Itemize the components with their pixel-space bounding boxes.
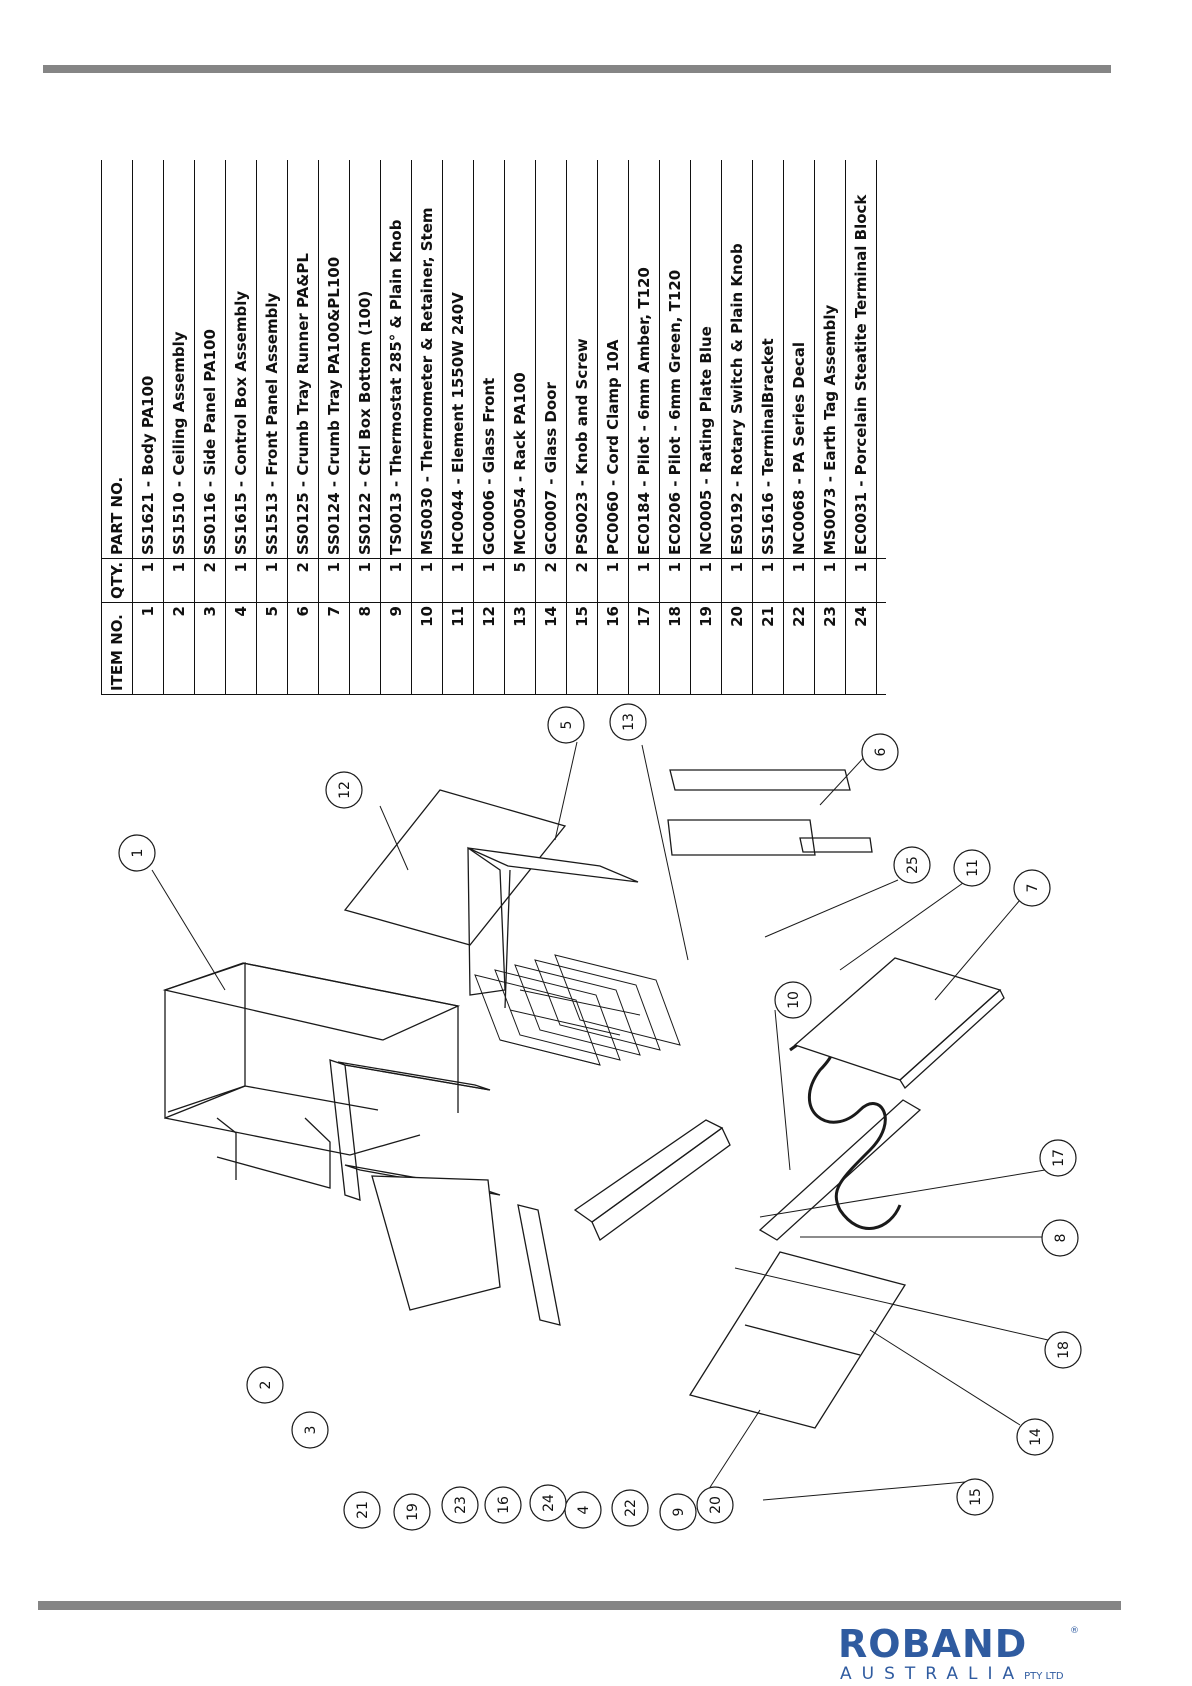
logo-registered-mark: ® [1070,1626,1079,1636]
callout-balloon: 4 [564,1491,602,1529]
callout-balloon: 21 [343,1491,381,1529]
callout-balloon: 24 [529,1484,567,1522]
callout-number: 18 [1056,1341,1072,1359]
callout-balloon: 22 [611,1489,649,1527]
callout-number: 12 [337,781,353,799]
callout-balloon: 7 [1013,869,1051,907]
callout-balloon: 12 [325,771,363,809]
roband-logo: ROBAND ® AUSTRALIAPTY LTD [838,1624,1128,1684]
callout-balloon: 5 [547,706,585,744]
callout-number: 25 [905,856,921,874]
callout-number: 22 [623,1499,639,1517]
callout-number: 20 [708,1496,724,1514]
callout-number: 5 [559,721,575,730]
callout-balloon: 20 [696,1486,734,1524]
callout-balloon: 23 [441,1486,479,1524]
callout-number: 8 [1053,1234,1069,1243]
callout-number: 17 [1051,1149,1067,1167]
top-rule [43,65,1111,73]
callout-number: 23 [453,1496,469,1514]
callout-balloon: 13 [609,703,647,741]
callout-balloon: 3 [291,1411,329,1449]
callout-number: 10 [786,991,802,1009]
callout-balloon: 6 [861,733,899,771]
callout-number: 14 [1028,1428,1044,1446]
callout-balloon: 16 [484,1486,522,1524]
callout-number: 4 [576,1505,592,1514]
logo-pty-ltd: PTY LTD [1024,1671,1064,1682]
callout-number: 15 [968,1488,984,1506]
callout-balloon: 8 [1041,1219,1079,1257]
callout-number: 19 [405,1503,421,1521]
callout-balloon: 1 [118,834,156,872]
logo-wordmark: ROBAND [838,1622,1028,1666]
callout-balloon: 11 [953,849,991,887]
logo-subline: AUSTRALIAPTY LTD [840,1665,1064,1686]
callout-balloon: 18 [1044,1331,1082,1369]
callout-number: 2 [258,1381,274,1390]
callout-number: 13 [621,713,637,731]
callout-number: 3 [303,1426,319,1435]
callout-number: 16 [496,1496,512,1514]
callout-balloon: 14 [1016,1418,1054,1456]
callout-balloon: 2 [246,1366,284,1404]
callout-balloon: 10 [774,981,812,1019]
callout-number: 1 [130,849,146,858]
callout-number: 6 [873,747,889,756]
callout-balloon: 15 [956,1478,994,1516]
body-part [162,962,461,1189]
callout-number: 9 [671,1508,687,1517]
callout-number: 7 [1025,884,1041,893]
callout-balloon: 19 [393,1493,431,1531]
callout-number: 24 [541,1494,557,1512]
logo-country: AUSTRALIA [840,1664,1025,1684]
callout-balloon: 25 [893,846,931,884]
callout-balloon: 17 [1039,1139,1077,1177]
callout-number: 11 [965,859,981,877]
bottom-rule [38,1601,1121,1610]
callout-number: 21 [355,1501,371,1519]
callout-balloon: 9 [659,1493,697,1531]
